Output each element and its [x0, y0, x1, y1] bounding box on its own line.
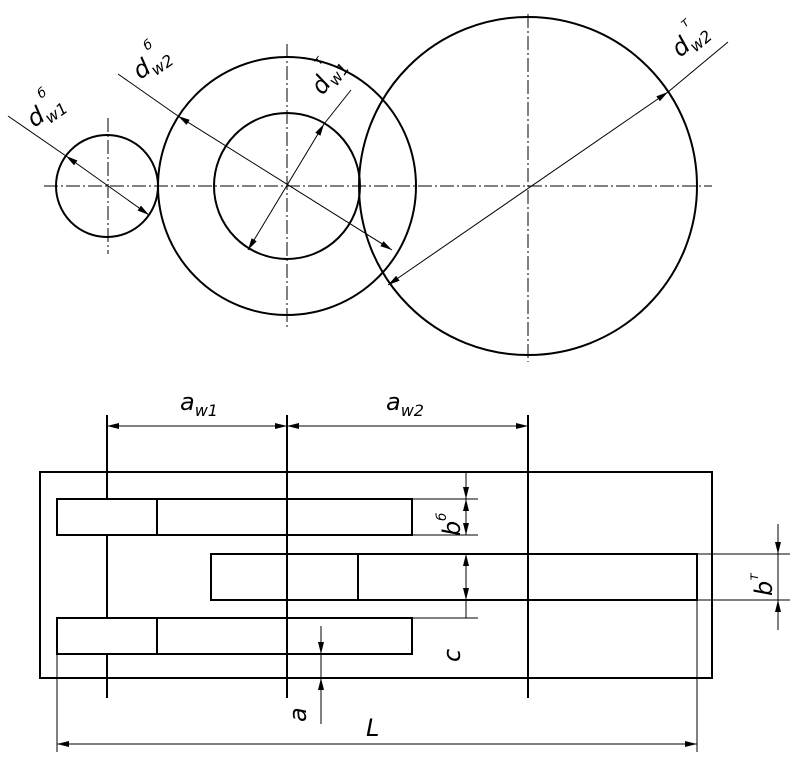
label-b-fast: bб: [435, 513, 466, 536]
fast-gear-pair-bottom: [56, 617, 413, 655]
leader-dw1-slow: [323, 89, 352, 125]
gearbox-section-view: aw1 aw2 bб c bт a: [39, 388, 790, 752]
label-dw2-fast: dw2б: [122, 33, 177, 89]
label-a: a: [284, 707, 312, 722]
leader-dw2-slow: [667, 41, 729, 93]
label-dw1-slow: dw1т: [298, 47, 354, 102]
fast-gear-pair-top: [56, 498, 413, 536]
dim-dw1-slow: [247, 123, 325, 251]
dim-dw2-slow: [387, 91, 669, 286]
label-L: L: [366, 714, 379, 742]
label-c: c: [438, 649, 466, 662]
housing-outline: [39, 471, 713, 679]
leader-dw1-fast: [7, 115, 67, 157]
slow-gear-pair: [210, 553, 698, 601]
label-aw2: aw2: [386, 388, 424, 420]
label-b-slow: bт: [747, 573, 778, 596]
dim-dw1-fast: [65, 155, 150, 216]
label-dw2-slow: dw2т: [660, 10, 716, 66]
gear-plan-view: dw1б dw2б dw1т dw2т: [7, 10, 729, 362]
leader-dw2-fast: [117, 73, 179, 117]
label-aw1: aw1: [180, 388, 218, 420]
